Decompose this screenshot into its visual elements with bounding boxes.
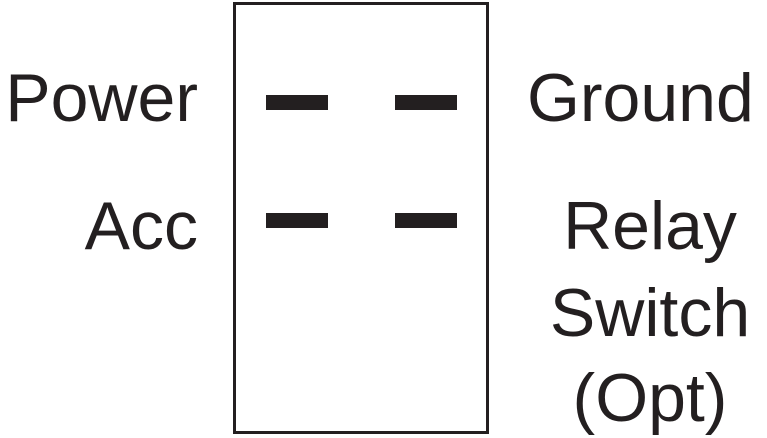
label-relay-line1: Relay <box>563 188 737 264</box>
pin-ground <box>395 95 457 110</box>
pin-power <box>266 95 328 110</box>
pin-acc <box>266 213 328 228</box>
label-relay-line3: (Opt) <box>572 360 728 436</box>
label-relay-line2: Switch <box>549 275 751 351</box>
label-acc: Acc <box>84 188 198 264</box>
label-ground: Ground <box>527 60 754 136</box>
label-power: Power <box>5 60 198 136</box>
pin-relay-switch <box>395 213 457 228</box>
